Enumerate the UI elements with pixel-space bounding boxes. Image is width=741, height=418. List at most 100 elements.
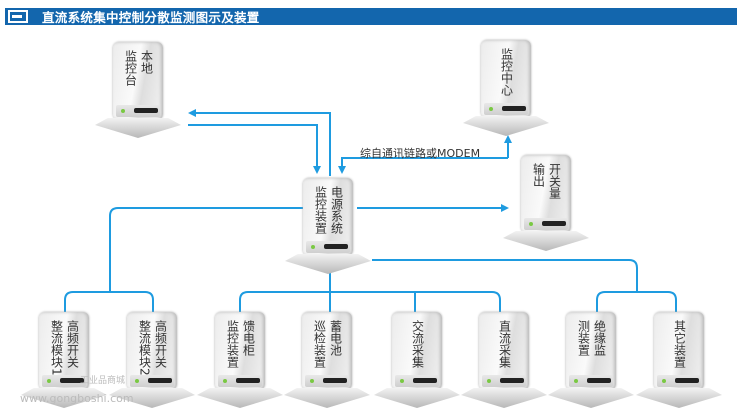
node-label: 监控装置 bbox=[225, 320, 240, 368]
node-label: 监控装置 bbox=[313, 186, 328, 234]
server-body: 高频开关整流模块1 bbox=[39, 312, 89, 390]
slot-icon bbox=[134, 108, 158, 113]
server-body: 绝缘监测装置 bbox=[566, 312, 616, 390]
status-led-icon bbox=[135, 379, 139, 383]
status-led-icon bbox=[310, 379, 314, 383]
slot-icon bbox=[542, 221, 566, 226]
page-title: 直流系统集中控制分散监测图示及装置 bbox=[42, 10, 260, 25]
slot-icon bbox=[236, 378, 260, 383]
status-led-icon bbox=[311, 245, 315, 249]
server-base bbox=[374, 388, 460, 408]
node-label: 本地 bbox=[139, 50, 154, 74]
server-body: 交流采集 bbox=[392, 312, 442, 390]
node-label: 馈电柜 bbox=[241, 320, 256, 356]
node-monitoring-center: 监控中心 bbox=[463, 40, 549, 136]
enter-box-icon bbox=[8, 10, 28, 23]
server-base bbox=[461, 388, 547, 408]
node-label: 交流采集 bbox=[410, 320, 425, 368]
node-other-devices: 其它装置 bbox=[636, 312, 722, 408]
line-right-branch bbox=[372, 259, 638, 292]
status-led-icon bbox=[47, 379, 51, 383]
server-base bbox=[285, 254, 371, 274]
node-insulation-monitor: 绝缘监测装置 bbox=[548, 312, 634, 408]
drive-bay bbox=[484, 103, 528, 115]
line-middle-bus bbox=[239, 291, 501, 312]
line-modem-to-center bbox=[338, 157, 508, 174]
status-led-icon bbox=[400, 379, 404, 383]
node-label: 开关量 bbox=[547, 163, 562, 199]
server-base bbox=[95, 118, 181, 138]
drive-bay bbox=[42, 375, 86, 387]
node-label: 整流模块1 bbox=[49, 320, 64, 376]
server-base bbox=[548, 388, 634, 408]
line-to-local-console bbox=[188, 109, 331, 176]
node-feeder-cabinet-monitor: 馈电柜监控装置 bbox=[197, 312, 283, 408]
node-label: 其它装置 bbox=[672, 320, 687, 368]
server-body: 开关量输出 bbox=[521, 155, 571, 233]
server-base bbox=[503, 231, 589, 251]
node-switch-output: 开关量输出 bbox=[503, 155, 589, 251]
slot-icon bbox=[413, 378, 437, 383]
line-from-local-console bbox=[188, 124, 321, 174]
node-label: 蓄电池 bbox=[328, 320, 343, 356]
line-right-bus bbox=[596, 291, 677, 312]
slot-icon bbox=[587, 378, 611, 383]
node-label: 测装置 bbox=[576, 320, 591, 356]
node-dc-sampling: 直流采集 bbox=[461, 312, 547, 408]
communication-link-label: 综自通讯链路或MODEM bbox=[360, 147, 481, 160]
server-body: 本地监控台 bbox=[113, 42, 163, 120]
server-base bbox=[197, 388, 283, 408]
watermark-tagline: 工业品商城 bbox=[80, 376, 126, 386]
status-led-icon bbox=[487, 379, 491, 383]
node-rectifier-module-1: 高频开关整流模块1 bbox=[21, 312, 107, 408]
server-base bbox=[284, 388, 370, 408]
node-label: 高频开关 bbox=[153, 320, 168, 368]
slot-icon bbox=[502, 106, 526, 111]
node-label: 输出 bbox=[531, 163, 546, 187]
node-local-console: 本地监控台 bbox=[95, 42, 181, 138]
node-ac-sampling: 交流采集 bbox=[374, 312, 460, 408]
title-bar: 直流系统集中控制分散监测图示及装置 bbox=[5, 8, 737, 25]
node-label: 高频开关 bbox=[65, 320, 80, 368]
status-led-icon bbox=[121, 109, 125, 113]
node-label: 巡检装置 bbox=[312, 320, 327, 368]
slot-icon bbox=[323, 378, 347, 383]
server-body: 高频开关整流模块2 bbox=[127, 312, 177, 390]
node-label: 直流采集 bbox=[497, 320, 512, 368]
server-body: 监控中心 bbox=[481, 40, 531, 118]
server-body: 蓄电池巡检装置 bbox=[302, 312, 352, 390]
node-label: 监控中心 bbox=[499, 48, 514, 96]
server-body: 其它装置 bbox=[654, 312, 704, 390]
drive-bay bbox=[395, 375, 439, 387]
slot-icon bbox=[148, 378, 172, 383]
node-label: 电源系统 bbox=[329, 186, 344, 234]
watermark-site: www.gongboshi.com bbox=[20, 392, 134, 405]
node-power-system-monitor: 电源系统监控装置 bbox=[285, 178, 371, 274]
node-label: 监控台 bbox=[123, 50, 138, 86]
line-left-bus bbox=[64, 291, 154, 312]
status-led-icon bbox=[574, 379, 578, 383]
node-label: 整流模块2 bbox=[137, 320, 152, 376]
node-label: 绝缘监 bbox=[592, 320, 607, 356]
slot-icon bbox=[324, 244, 348, 249]
slot-icon bbox=[60, 378, 84, 383]
drive-bay bbox=[524, 218, 568, 230]
drive-bay bbox=[482, 375, 526, 387]
drive-bay bbox=[130, 375, 174, 387]
slot-icon bbox=[500, 378, 524, 383]
node-rectifier-module-2: 高频开关整流模块2 bbox=[109, 312, 195, 408]
drive-bay bbox=[116, 105, 160, 117]
node-battery-inspection: 蓄电池巡检装置 bbox=[284, 312, 370, 408]
drive-bay bbox=[569, 375, 613, 387]
line-left-branch bbox=[109, 207, 303, 292]
status-led-icon bbox=[489, 107, 493, 111]
server-body: 馈电柜监控装置 bbox=[215, 312, 265, 390]
drive-bay bbox=[218, 375, 262, 387]
drive-bay bbox=[306, 241, 350, 253]
status-led-icon bbox=[529, 222, 533, 226]
status-led-icon bbox=[223, 379, 227, 383]
server-body: 电源系统监控装置 bbox=[303, 178, 353, 256]
drive-bay bbox=[305, 375, 349, 387]
server-base bbox=[636, 388, 722, 408]
